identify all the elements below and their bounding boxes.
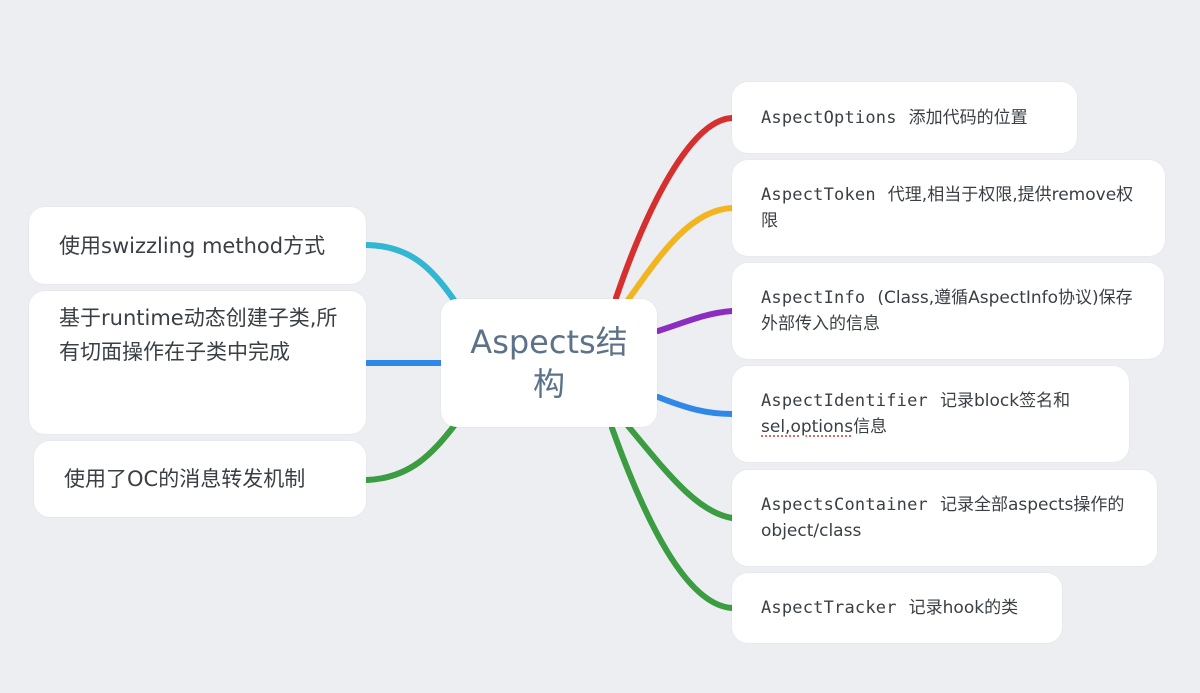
class-description: 代理,相当于权限,提供remove权限 bbox=[761, 185, 1134, 231]
left-topic-message-forwarding[interactable]: 使用了OC的消息转发机制 bbox=[34, 441, 366, 517]
left-topic-label: 基于runtime动态创建子类,所有切面操作在子类中完成 bbox=[59, 306, 338, 364]
right-topic-aspecttracker[interactable]: AspectTracker 记录hook的类 bbox=[732, 573, 1062, 643]
left-topic-label: 使用swizzling method方式 bbox=[59, 233, 326, 258]
class-description-tail: 信息 bbox=[853, 417, 888, 437]
connector-right-3 bbox=[655, 308, 735, 334]
right-topic-content: AspectOptions 添加代码的位置 bbox=[761, 105, 1028, 131]
left-topic-runtime-subclass[interactable]: 基于runtime动态创建子类,所有切面操作在子类中完成 bbox=[29, 291, 366, 434]
left-topic-swizzling[interactable]: 使用swizzling method方式 bbox=[29, 207, 366, 284]
right-topic-aspectinfo[interactable]: AspectInfo(Class,遵循AspectInfo协议)保存外部传入的信… bbox=[732, 263, 1164, 359]
class-description: 记录全部aspects操作的object/class bbox=[761, 495, 1125, 541]
class-description: (Class,遵循AspectInfo协议)保存外部传入的信息 bbox=[761, 288, 1133, 334]
right-topic-content: AspectTracker 记录hook的类 bbox=[761, 595, 1018, 621]
left-topic-label: 使用了OC的消息转发机制 bbox=[64, 467, 306, 491]
class-description: 记录hook的类 bbox=[908, 598, 1019, 618]
central-topic-label: Aspects结构 bbox=[470, 323, 628, 403]
right-topic-aspectidentifier[interactable]: AspectIdentifier 记录block签名和 sel,options信息 bbox=[732, 366, 1129, 462]
right-topic-aspectoptions[interactable]: AspectOptions 添加代码的位置 bbox=[732, 82, 1077, 153]
class-name: AspectsContainer bbox=[761, 495, 928, 515]
underlined-text: sel,options bbox=[761, 417, 854, 437]
connector-right-6 bbox=[609, 425, 735, 611]
central-topic[interactable]: Aspects结构 bbox=[441, 299, 657, 427]
connector-right-1 bbox=[613, 115, 735, 301]
class-name: AspectToken bbox=[761, 185, 876, 205]
connector-left-3 bbox=[364, 423, 457, 483]
class-name: AspectIdentifier bbox=[761, 391, 928, 411]
connector-left-1 bbox=[364, 242, 457, 303]
class-name: AspectOptions bbox=[761, 107, 897, 128]
right-topic-content: AspectInfo(Class,遵循AspectInfo协议)保存外部传入的信… bbox=[761, 285, 1146, 337]
right-topic-content: AspectIdentifier 记录block签名和 sel,options信息 bbox=[761, 388, 1111, 440]
class-name: AspectInfo bbox=[761, 288, 866, 308]
connector-right-5 bbox=[625, 423, 735, 521]
class-description: 添加代码的位置 bbox=[908, 107, 1028, 128]
class-name: AspectTracker bbox=[761, 598, 897, 618]
connector-right-2 bbox=[625, 205, 735, 303]
class-description: 记录block签名和 bbox=[939, 391, 1071, 411]
connector-right-4 bbox=[655, 394, 735, 417]
